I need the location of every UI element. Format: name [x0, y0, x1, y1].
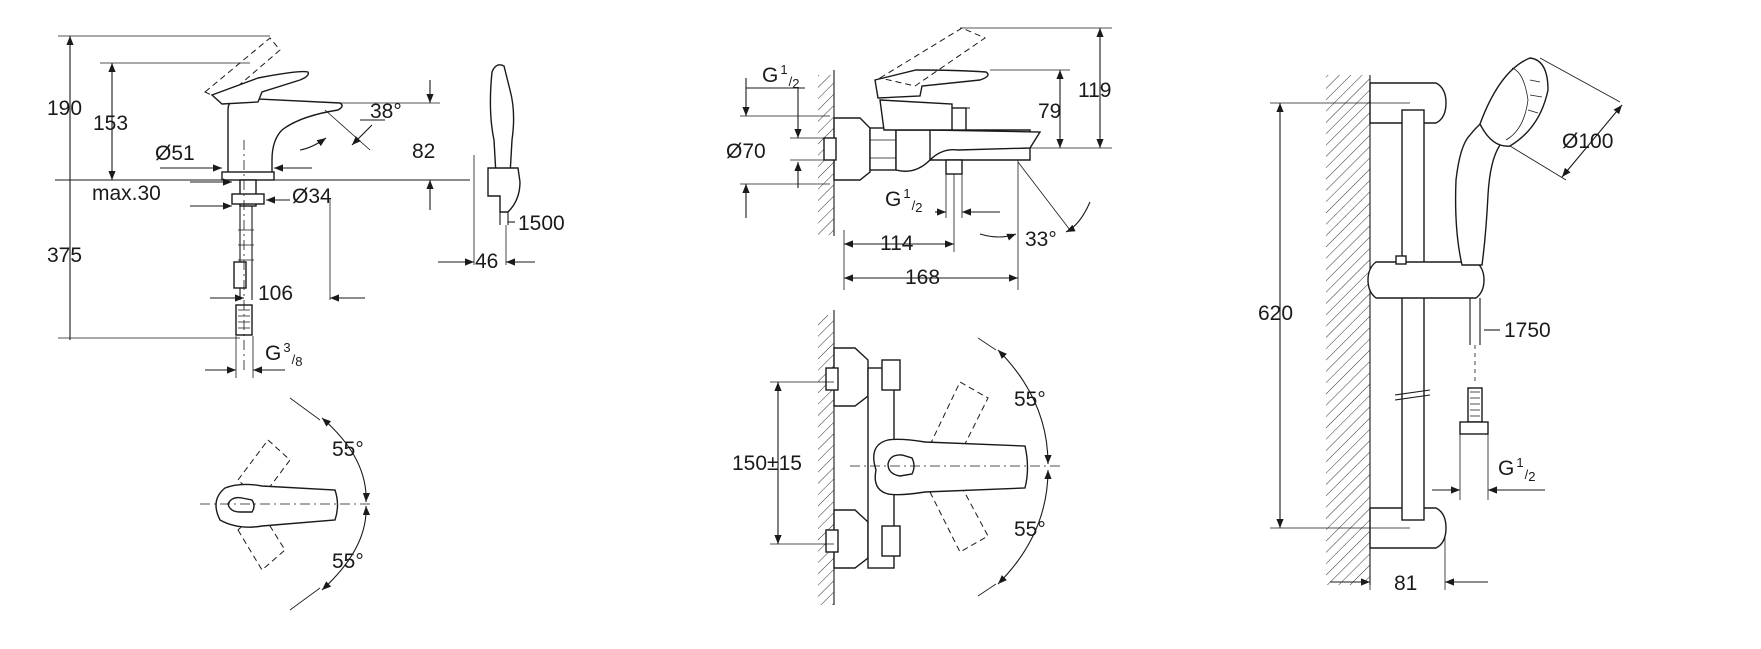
- dim-diameter-100: Ø100: [1562, 130, 1613, 153]
- dim-top-55-up: 55°: [332, 438, 364, 461]
- dim-diameter-70: Ø70: [726, 140, 766, 163]
- bidet-spray-view: 1500 46: [438, 64, 565, 273]
- dim-diameter-51: Ø51: [155, 142, 195, 165]
- dim-106: 106: [258, 282, 293, 305]
- dim-46: 46: [475, 250, 498, 273]
- dim-168: 168: [905, 266, 940, 289]
- dim-1750: 1750: [1504, 319, 1551, 342]
- dim-150-15: 150±15: [732, 452, 802, 475]
- dim-620: 620: [1258, 302, 1293, 325]
- dim-diameter-34: Ø34: [292, 185, 332, 208]
- dim-119: 119: [1078, 79, 1111, 102]
- dim-38-angle: 38°: [370, 100, 402, 123]
- dim-1500: 1500: [518, 212, 565, 235]
- dim-153: 153: [93, 112, 128, 135]
- dim-top-55-down: 55°: [332, 550, 364, 573]
- dim-33-angle: 33°: [1025, 228, 1057, 251]
- dim-79: 79: [1038, 100, 1061, 123]
- basin-mixer-top-view: 55° 55°: [200, 397, 371, 611]
- dim-114: 114: [880, 232, 914, 255]
- dim-81: 81: [1394, 572, 1417, 595]
- dim-front-55-up: 55°: [1014, 388, 1046, 411]
- dim-375: 375: [47, 244, 82, 267]
- dim-max-30: max.30: [92, 182, 161, 205]
- bath-mixer-front-view: 150±15 55° 55°: [732, 310, 1060, 605]
- dim-front-55-down: 55°: [1014, 518, 1046, 541]
- dim-82: 82: [412, 140, 435, 163]
- dim-190: 190: [47, 97, 82, 120]
